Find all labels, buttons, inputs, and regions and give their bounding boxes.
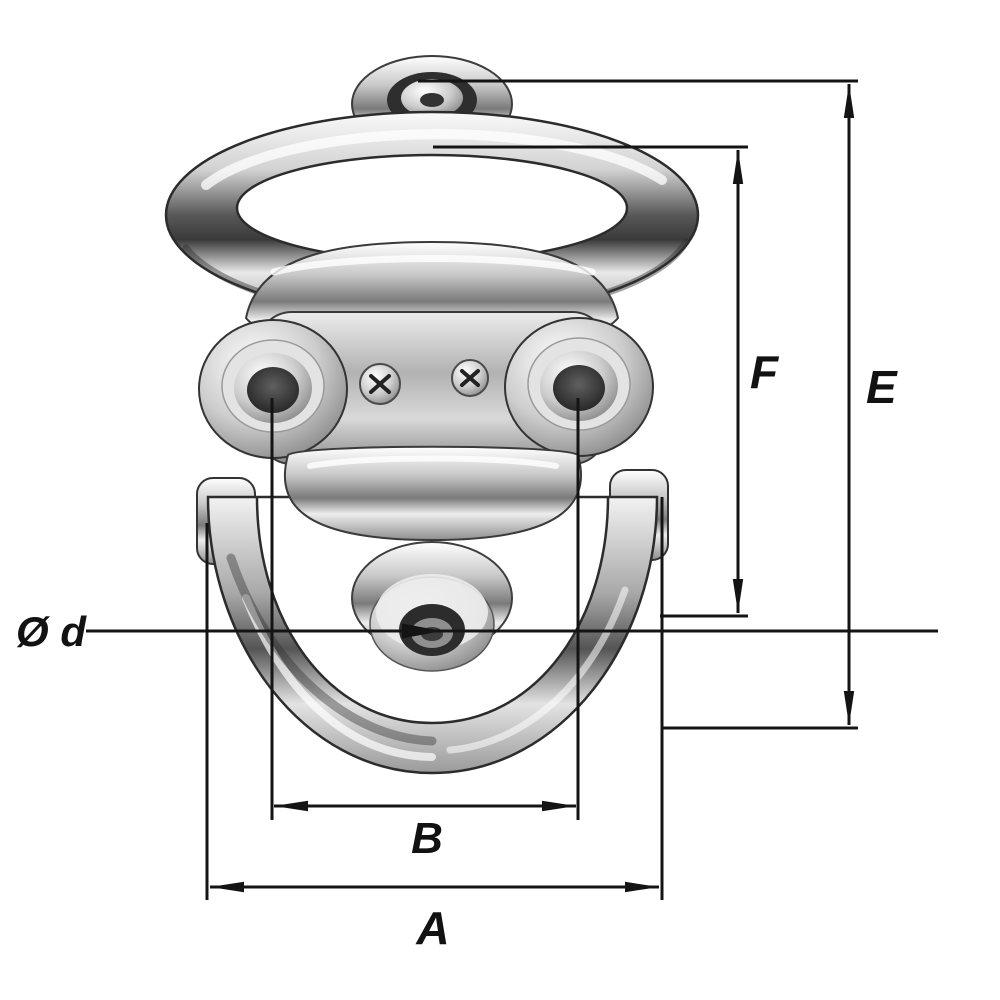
dim-d-arrowhead	[402, 623, 442, 639]
dim-label-b: B	[411, 814, 443, 863]
pad-eye-fitting	[164, 55, 700, 775]
dim-b	[270, 398, 580, 820]
ring-top-highlight	[201, 129, 667, 190]
dim-f	[433, 145, 748, 618]
dimension-annotations	[86, 79, 938, 900]
dimension-labels: E F Ø d B A	[16, 346, 898, 954]
right-mount-boss	[504, 317, 654, 457]
left-mount-hole	[247, 367, 299, 413]
center-screw-right	[451, 359, 489, 397]
center-pivot-boss	[351, 541, 513, 672]
dim-label-diameter: Ø d	[16, 608, 87, 655]
dim-d	[86, 623, 938, 639]
dim-label-e: E	[866, 361, 898, 413]
center-screw-left	[359, 363, 401, 405]
lower-hinge-clamp	[283, 445, 582, 542]
dim-label-a: A	[415, 902, 449, 954]
dim-e	[418, 79, 858, 730]
dim-a	[205, 497, 664, 900]
right-mount-hole	[553, 365, 605, 411]
dim-label-f: F	[750, 346, 780, 398]
